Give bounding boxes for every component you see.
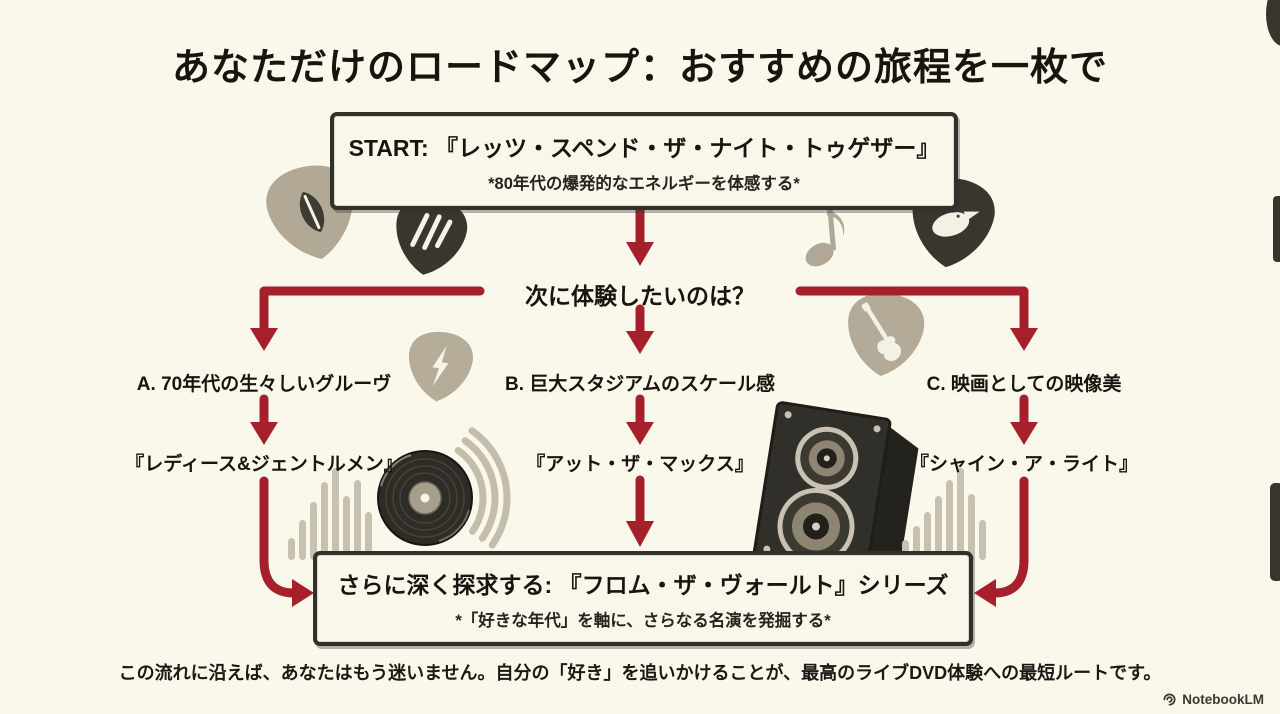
branch-option-a: A. 70年代の生々しいグルーヴ — [136, 374, 392, 395]
branding: NotebookLM — [1162, 692, 1264, 707]
equalizer-bars-icon — [902, 468, 986, 560]
branch-question: 次に体験したいのは？ — [525, 283, 755, 309]
arrow-result-a-to-final — [259, 476, 299, 598]
music-note-icon — [805, 209, 845, 267]
final-box-note: *「好きな年代」を軸に、さらなる名演を発掘する* — [455, 612, 831, 630]
branch-result-b: 『アット・ザ・マックス』 — [526, 454, 754, 475]
start-box-note: *80年代の爆発的なエネルギーを体感する* — [488, 174, 800, 193]
branch-result-a: 『レディース&ジェントルメン』 — [125, 454, 403, 475]
start-box-label: START: 『レッツ・スペンド・ザ・ナイト・トゥゲザー』 — [348, 134, 940, 161]
final-box-label: さらに深く探求する: 『フロム・ザ・ヴォールト』シリーズ — [337, 572, 949, 598]
footer-text: この流れに沿えば、あなたはもう迷いません。自分の「好き」を追いかけることが、最高… — [118, 663, 1162, 683]
notebooklm-swirl-icon — [1163, 693, 1176, 706]
branch-option-c: C. 映画としての映像美 — [926, 374, 1122, 395]
vinyl-record-icon — [377, 427, 511, 549]
final-box: さらに深く探求する: 『フロム・ザ・ヴォールト』シリーズ *「好きな年代」を軸に… — [313, 551, 973, 646]
sound-waves-icon — [454, 427, 511, 549]
branch-result-c: 『シャイン・ア・ライト』 — [909, 454, 1139, 475]
arrow-result-c-to-final — [989, 476, 1029, 598]
start-box: START: 『レッツ・スペンド・ザ・ナイト・トゥゲザー』 *80年代の爆発的な… — [330, 112, 958, 210]
branding-label: NotebookLM — [1182, 692, 1264, 707]
guitar-pick-lightning-icon — [408, 331, 474, 402]
page-title: あなただけのロードマップ：おすすめの旅程を一枚で — [171, 47, 1108, 89]
equalizer-bars-icon — [288, 468, 372, 560]
branch-option-b: B. 巨大スタジアムのスケール感 — [505, 374, 775, 395]
